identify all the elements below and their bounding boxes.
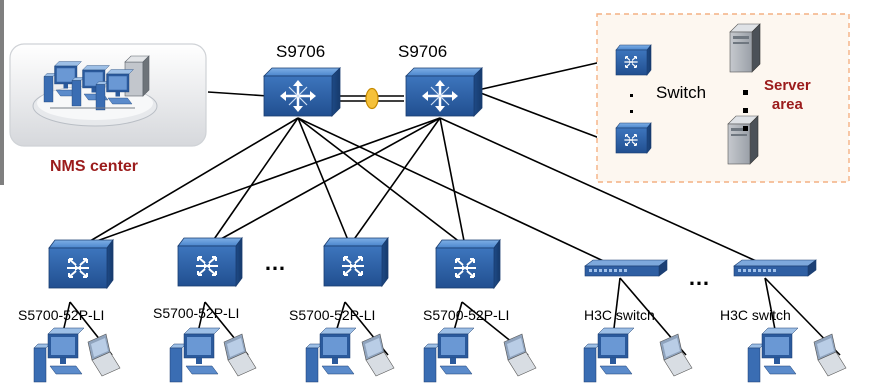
link-core-server-switch-top	[477, 59, 611, 91]
server-area-switch-label: Switch	[656, 83, 707, 102]
h3c-switch-1-label: H3C switch	[584, 307, 655, 323]
core-switch-left	[262, 66, 342, 118]
access-ellipsis-2: …	[688, 265, 713, 290]
h3c-switch-2-label: H3C switch	[720, 307, 791, 323]
h3c-switch-1	[584, 259, 668, 277]
access-switch-3	[324, 238, 388, 286]
left-edge-bar	[0, 0, 4, 185]
core-switch-left-label: S9706	[276, 42, 326, 61]
access-switch-3-label: S5700-52P-LI	[289, 307, 376, 323]
h3c-switch-2	[733, 259, 817, 277]
nms-center-label: NMS center	[50, 158, 139, 175]
link-aggregation-icon	[365, 87, 379, 110]
access-switch-4-label: S5700-52P-LI	[423, 307, 510, 323]
access-ellipsis-1: …	[264, 250, 289, 275]
access-switch-1	[49, 240, 113, 288]
nms-center-group	[9, 43, 207, 147]
vertical-ellipsis-dots	[630, 90, 748, 131]
access-switch-4	[436, 240, 500, 288]
server-area-switch-bottom	[616, 123, 651, 153]
access-switch-2-label: S5700-52P-LI	[153, 305, 240, 321]
server-icon-2	[727, 115, 759, 165]
access-switch-1-label: S5700-52P-LI	[18, 307, 105, 323]
end-hosts	[33, 327, 847, 383]
core-trunk-link	[338, 87, 404, 110]
link-nms-core	[207, 91, 269, 97]
core-switch-right-label: S9706	[398, 42, 448, 61]
server-icon	[729, 23, 761, 73]
server-area-switch-top	[616, 45, 651, 75]
link-core-server-switch-bottom	[477, 91, 611, 143]
core-switch-right	[404, 66, 484, 118]
access-switch-2	[178, 238, 242, 286]
server-area-label: Server area	[764, 77, 811, 113]
server-area-box	[596, 13, 850, 183]
